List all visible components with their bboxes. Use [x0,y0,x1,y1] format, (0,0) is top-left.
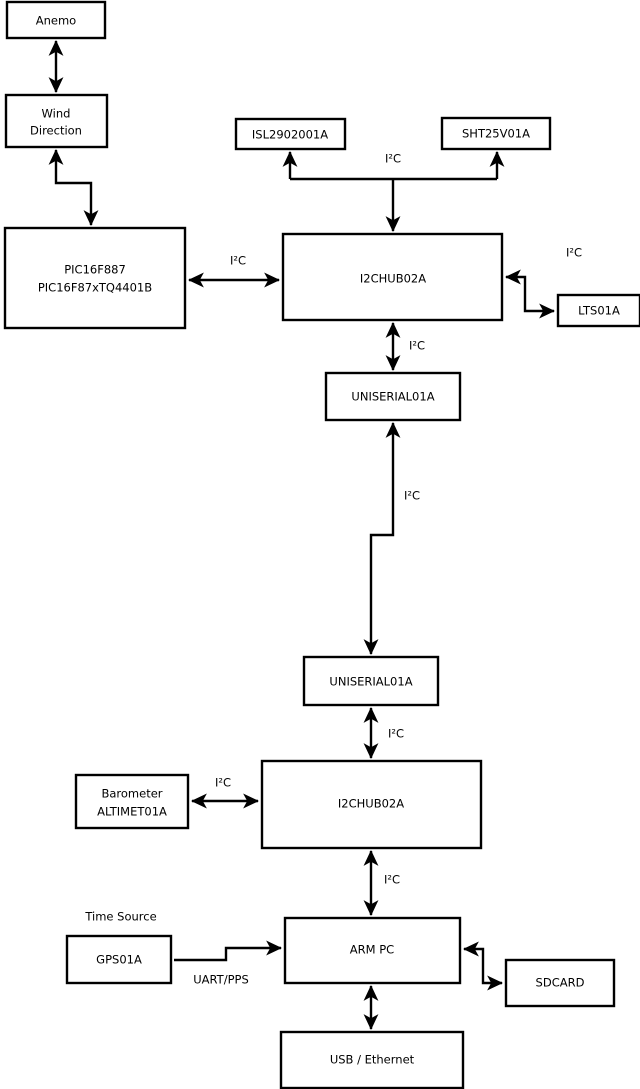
node-sdcard-label: SDCARD [536,976,585,990]
node-isl2902001a-box[interactable] [234,117,347,151]
edge-label-uniserial-link: I²C [404,489,420,503]
node-uniserial01a-upper-box[interactable] [324,371,462,422]
edge-label-uniserial2-hub: I²C [388,727,404,741]
connection-uniserial1-uniserial2 [363,422,401,655]
edge-label-hub-armpc: I²C [384,873,400,887]
node-uniserial01a-lower[interactable]: UNISERIAL01A [302,655,440,707]
node-wind-direction[interactable]: Wind Direction [4,93,109,149]
node-uniserial01a-lower-label: UNISERIAL01A [329,675,412,689]
edge-label-hub-lts: I²C [566,246,582,260]
node-barometer-label-line1: Barometer [101,787,162,801]
node-isl2902001a-label: ISL2902001A [252,128,328,142]
node-gps01a-label: GPS01A [96,953,142,967]
connection-gps-armpc [174,940,282,962]
edge-label-barometer-hub: I²C [215,776,231,790]
node-gps01a[interactable]: GPS01A [65,934,173,985]
node-i2chub02a-top-label: I2CHUB02A [360,272,426,286]
edge-label-gps-armpc: UART/PPS [193,973,249,987]
node-sht25v01a[interactable]: SHT25V01A [440,116,552,151]
node-arm-pc-box[interactable] [283,916,462,985]
node-i2chub02a-top-box[interactable] [281,232,504,322]
node-barometer-box[interactable] [74,773,190,830]
node-lts01a[interactable]: LTS01A [556,293,640,328]
edge-label-hub-sensors: I²C [385,152,401,166]
node-arm-pc[interactable]: ARM PC [283,916,462,985]
node-i2chub02a-top[interactable]: I2CHUB02A [281,232,504,322]
connection-hubtop-lts [505,269,555,319]
node-isl2902001a[interactable]: ISL2902001A [234,117,347,151]
node-uniserial01a-upper-label: UNISERIAL01A [351,390,434,404]
node-layer: Anemo Wind Direction PIC16F887 PIC16F87x… [3,0,640,1089]
node-gps01a-box[interactable] [65,934,173,985]
node-usb-ethernet[interactable]: USB / Ethernet [279,1030,465,1089]
node-pic-label-line2: PIC16F87xTQ4401B [38,281,152,295]
node-i2chub02a-bottom[interactable]: I2CHUB02A [260,759,483,850]
node-i2chub02a-bottom-box[interactable] [260,759,483,850]
node-i2chub02a-bottom-label: I2CHUB02A [338,797,404,811]
node-pic-microcontroller-box[interactable] [3,226,187,330]
node-uniserial01a-upper[interactable]: UNISERIAL01A [324,371,462,422]
connection-layer [48,40,555,1030]
edge-label-hub-uniserial: I²C [409,339,425,353]
connection-pic-wind [48,149,99,226]
node-wind-direction-box[interactable] [4,93,109,149]
node-anemo-label: Anemo [36,14,76,28]
node-barometer-altimet01a[interactable]: Barometer ALTIMET01A [74,773,190,830]
node-sht25v01a-box[interactable] [440,116,552,151]
node-arm-pc-label: ARM PC [350,943,394,957]
node-usb-ethernet-box[interactable] [279,1030,465,1089]
node-barometer-label-line2: ALTIMET01A [97,805,167,819]
node-sdcard[interactable]: SDCARD [504,958,616,1008]
node-usb-ethernet-label: USB / Ethernet [330,1053,415,1067]
node-lts01a-label: LTS01A [578,304,620,318]
node-sdcard-box[interactable] [504,958,616,1008]
node-anemo-box[interactable] [5,0,107,40]
connection-armpc-sdcard [463,941,503,991]
label-layer: I²C I²C I²C I²C I²C I²C I²C I²C UART/PPS… [84,152,582,987]
node-wind-direction-label-line2: Direction [30,124,82,138]
node-wind-direction-label-line1: Wind [42,107,71,121]
node-uniserial01a-lower-box[interactable] [302,655,440,707]
node-sht25v01a-label: SHT25V01A [462,127,530,141]
node-pic-microcontroller[interactable]: PIC16F887 PIC16F87xTQ4401B [3,226,187,330]
node-anemo[interactable]: Anemo [5,0,107,40]
node-lts01a-box[interactable] [556,293,640,328]
edge-label-pic-hub: I²C [230,254,246,268]
label-time-source: Time Source [84,910,156,924]
node-pic-label-line1: PIC16F887 [64,263,126,277]
